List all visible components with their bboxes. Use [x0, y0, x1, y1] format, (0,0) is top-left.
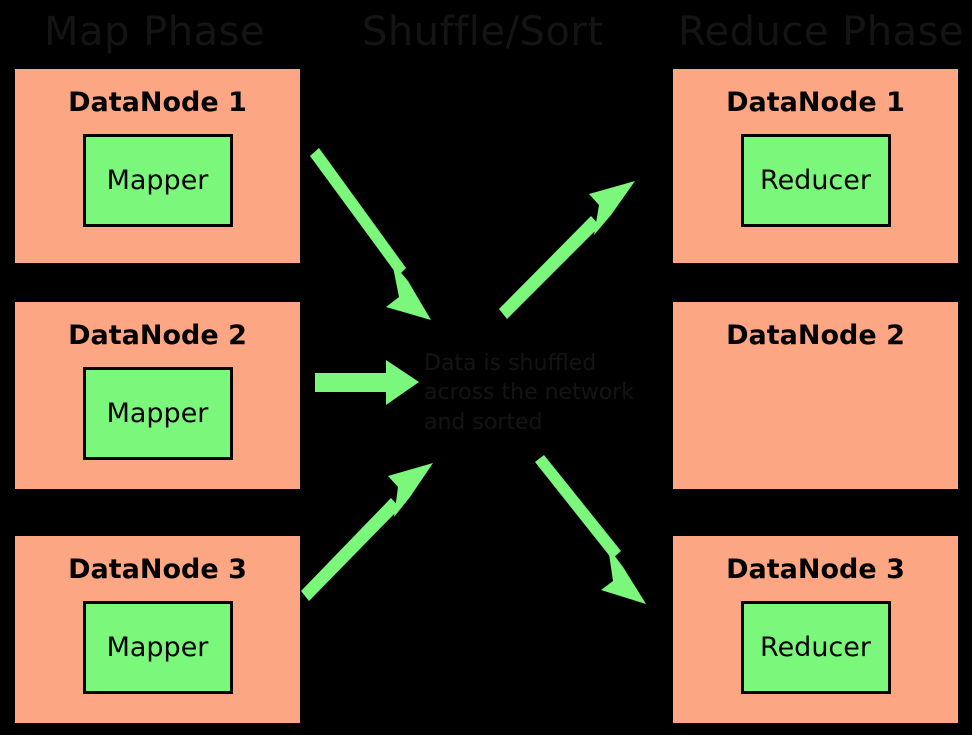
reduce-datanode-3-reducer-box: Reducer: [740, 601, 891, 694]
shuffle-caption-line-2: across the network: [424, 380, 634, 406]
map-datanode-1-mapper-box: Mapper: [82, 134, 233, 227]
shuffle-sort-heading: Shuffle/Sort: [362, 9, 604, 55]
reduce-datanode-1-reducer-label: Reducer: [760, 165, 871, 196]
map-datanode-2-mapper-label: Mapper: [106, 398, 209, 429]
reduce-datanode-2-card: DataNode 2: [673, 302, 958, 489]
shuffle-caption-line-1: Data is shuffled: [424, 351, 597, 376]
map-datanode-3-card: DataNode 3 Mapper: [15, 536, 300, 723]
arrow-mapper2-to-shuffle-icon: [315, 360, 419, 405]
reduce-phase-heading: Reduce Phase: [678, 9, 965, 55]
shuffle-caption: Data is shuffled across the network and …: [424, 349, 654, 437]
arrow-mapper3-to-shuffle-icon: [301, 463, 433, 601]
map-datanode-2-mapper-box: Mapper: [82, 367, 233, 460]
reduce-datanode-1-title: DataNode 1: [726, 87, 905, 118]
shuffle-caption-line-3: and sorted: [424, 409, 543, 435]
reduce-datanode-3-title: DataNode 3: [726, 554, 905, 585]
arrow-shuffle-to-reducer1-icon: [499, 181, 635, 319]
map-datanode-1-mapper-label: Mapper: [106, 165, 209, 196]
reduce-datanode-1-reducer-box: Reducer: [740, 134, 891, 227]
arrow-shuffle-to-reducer3-icon: [535, 455, 646, 604]
map-datanode-3-mapper-box: Mapper: [82, 601, 233, 694]
map-datanode-1-title: DataNode 1: [68, 87, 247, 118]
map-phase-heading: Map Phase: [44, 9, 266, 55]
arrow-mapper1-to-shuffle-icon: [310, 148, 431, 320]
map-datanode-3-mapper-label: Mapper: [106, 632, 209, 663]
map-datanode-1-card: DataNode 1 Mapper: [15, 69, 300, 263]
reduce-datanode-1-card: DataNode 1 Reducer: [673, 69, 958, 263]
map-datanode-2-card: DataNode 2 Mapper: [15, 302, 300, 489]
map-datanode-2-title: DataNode 2: [68, 320, 247, 351]
reduce-datanode-3-card: DataNode 3 Reducer: [673, 536, 958, 723]
reduce-datanode-3-reducer-label: Reducer: [760, 632, 871, 663]
map-datanode-3-title: DataNode 3: [68, 554, 247, 585]
reduce-datanode-2-title: DataNode 2: [726, 320, 905, 351]
